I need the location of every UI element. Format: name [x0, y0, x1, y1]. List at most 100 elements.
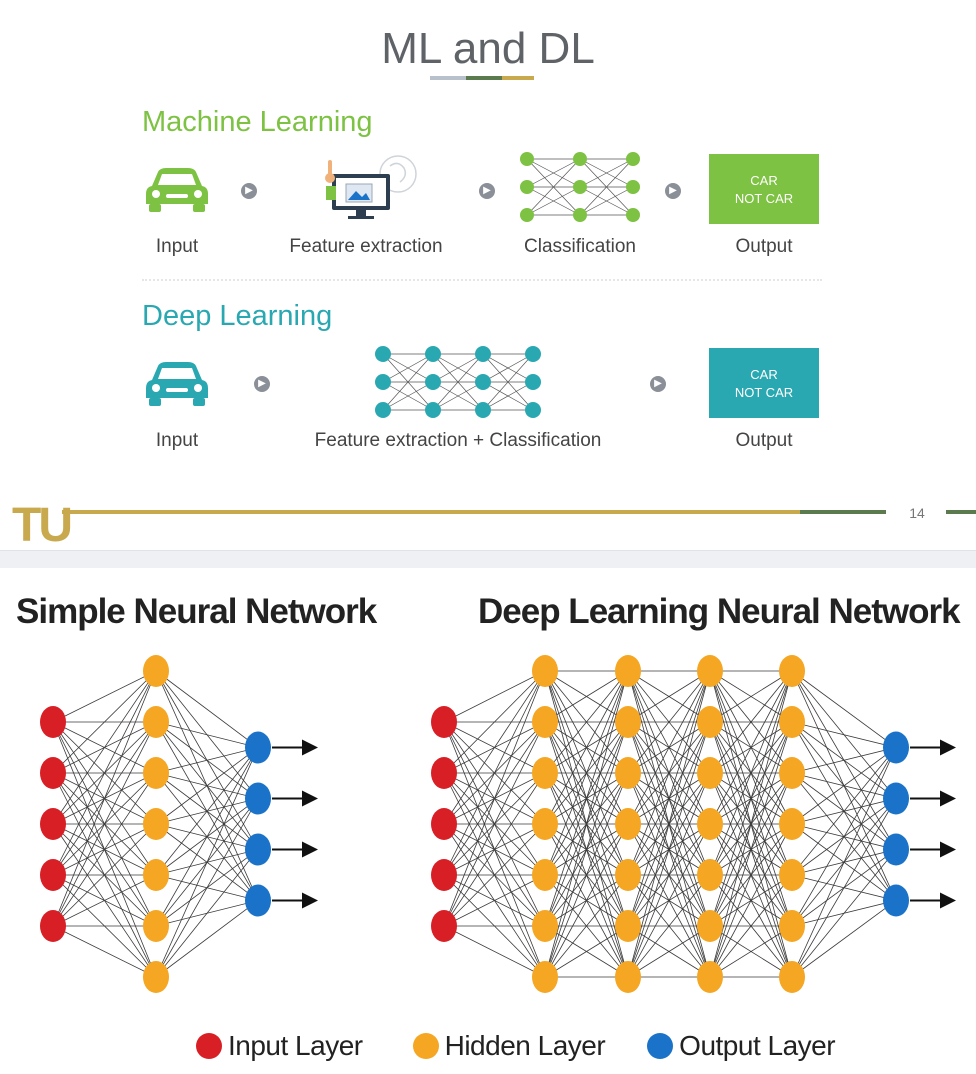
input-layer-node — [431, 859, 457, 891]
output-layer-node — [883, 833, 909, 866]
hidden-layer-node — [143, 910, 169, 942]
hidden-layer-node — [532, 706, 558, 738]
output-layer-legend-label: Output Layer — [679, 1030, 836, 1061]
hidden-layer-node — [615, 859, 641, 891]
hidden-layer-node — [615, 757, 641, 789]
output-label-car: CAR — [750, 367, 778, 382]
hidden-layer-node — [143, 961, 169, 993]
output-layer-node — [245, 884, 271, 917]
hidden-layer-node — [697, 910, 723, 942]
hidden-layer-node — [143, 706, 169, 738]
hidden-layer-node — [532, 808, 558, 840]
output-layer-node — [883, 884, 909, 917]
network-connections — [52, 670, 259, 978]
hidden-layer-node — [615, 655, 641, 687]
hidden-layer-node — [615, 706, 641, 738]
network-node — [520, 180, 534, 194]
hidden-layer-node — [697, 808, 723, 840]
input-layer-node — [40, 859, 66, 891]
network-node — [573, 208, 587, 222]
output-label-not-car: NOT CAR — [734, 385, 794, 400]
input-layer-node — [40, 808, 66, 840]
page-number: 14 — [909, 505, 925, 521]
output-label-car: CAR — [750, 173, 778, 188]
footer-line-green — [800, 510, 886, 514]
network-node — [375, 346, 391, 362]
hidden-layer-node — [697, 961, 723, 993]
section-divider — [142, 279, 822, 281]
slide-title: ML and DL — [381, 24, 595, 73]
network-node — [475, 402, 491, 418]
network-node — [475, 346, 491, 362]
dl-step-feature-classification: Feature extraction + Classification — [314, 430, 602, 451]
hidden-layer-node — [615, 808, 641, 840]
output-layer-node — [245, 782, 271, 815]
tu-logo: TU — [12, 499, 73, 552]
hidden-layer-node — [779, 859, 805, 891]
deep-network-title: Deep Learning Neural Network — [478, 592, 961, 631]
hidden-layer-node — [143, 757, 169, 789]
hidden-layer-legend-label: Hidden Layer — [444, 1030, 606, 1061]
network-connections — [443, 670, 897, 978]
output-layer-legend-dot — [647, 1033, 674, 1059]
hidden-layer-node — [615, 961, 641, 993]
arrow-right-icon: ▶ — [479, 183, 495, 199]
car-icon — [146, 168, 208, 212]
legend: Input Layer Hidden Layer Output Layer — [196, 1030, 836, 1062]
arrow-right-icon: ▶ — [665, 183, 681, 199]
hidden-layer-node — [532, 655, 558, 687]
machine-learning-heading: Machine Learning — [142, 106, 373, 138]
ml-step-input: Input — [155, 236, 199, 257]
output-layer-node — [245, 833, 271, 866]
input-layer-legend-dot — [196, 1033, 222, 1059]
hidden-layer-node — [779, 961, 805, 993]
dl-step-output: Output — [735, 430, 793, 451]
arrow-right-icon: ▶ — [241, 183, 257, 199]
neural-network-diagrams — [40, 655, 956, 993]
title-underline-segment — [502, 76, 534, 80]
input-layer-node — [40, 706, 66, 738]
ml-step-output: Output — [735, 236, 793, 257]
input-layer-node — [431, 910, 457, 942]
car-icon — [146, 362, 208, 406]
input-layer-node — [431, 757, 457, 789]
ml-output-box: CAR NOT CAR — [709, 154, 819, 224]
network-node — [425, 402, 441, 418]
output-label-not-car: NOT CAR — [734, 191, 794, 206]
simple-network-title: Simple Neural Network — [16, 592, 377, 631]
hidden-layer-node — [532, 859, 558, 891]
output-layer-node — [883, 731, 909, 764]
network-node — [573, 152, 587, 166]
hidden-layer-node — [779, 706, 805, 738]
input-layer-node — [431, 706, 457, 738]
arrow-right-icon: ▶ — [254, 376, 270, 392]
hidden-layer-node — [779, 910, 805, 942]
hidden-layer-node — [697, 757, 723, 789]
network-node — [425, 374, 441, 390]
input-layer-node — [431, 808, 457, 840]
simple-neural-network — [40, 655, 318, 993]
feature-classification-network-icon — [375, 346, 541, 418]
network-node — [626, 208, 640, 222]
network-node — [425, 346, 441, 362]
input-layer-legend-label: Input Layer — [228, 1030, 363, 1061]
network-node — [475, 374, 491, 390]
footer-line-green-end — [946, 510, 976, 514]
arrow-right-icon: ▶ — [650, 376, 666, 392]
ml-dl-slide: ML and DL Machine Learning ▶ ▶ ▶ CAR NOT… — [12, 24, 976, 552]
output-layer-node — [245, 731, 271, 764]
input-layer-node — [40, 910, 66, 942]
network-node — [375, 374, 391, 390]
ml-step-feature-extraction: Feature extraction — [289, 236, 443, 257]
dl-output-box: CAR NOT CAR — [709, 348, 819, 418]
hidden-layer-node — [143, 808, 169, 840]
classification-network-icon — [520, 152, 640, 222]
network-node — [520, 208, 534, 222]
hidden-layer-node — [532, 910, 558, 942]
hidden-layer-node — [697, 706, 723, 738]
input-layer-node — [40, 757, 66, 789]
network-node — [525, 346, 541, 362]
hidden-layer-node — [143, 655, 169, 687]
output-layer-node — [883, 782, 909, 815]
hidden-layer-node — [779, 757, 805, 789]
